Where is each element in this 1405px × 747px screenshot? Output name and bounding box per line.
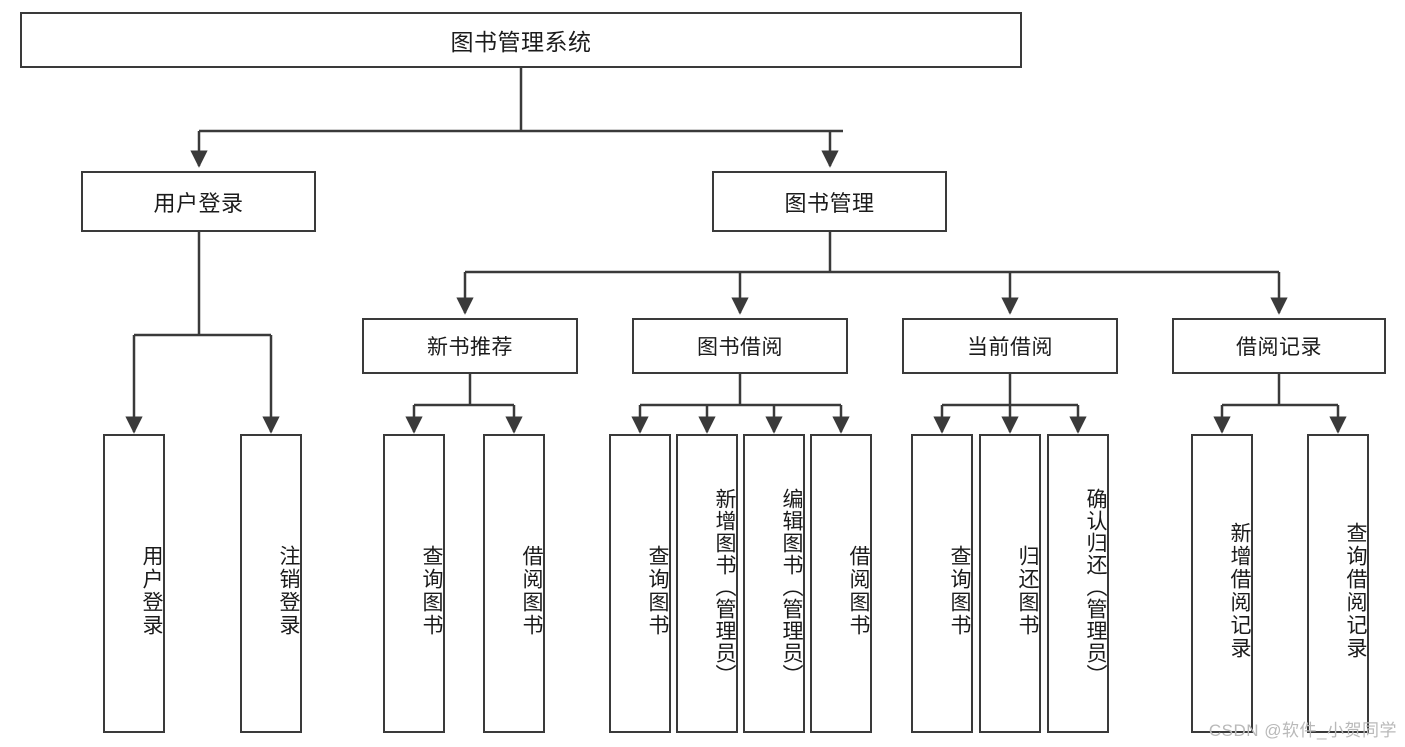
leaf-current-borrow-confirm-return[interactable]: 确认归还（管理员） <box>1047 434 1109 733</box>
node-new-book-recommend[interactable]: 新书推荐 <box>362 318 578 374</box>
node-user-login[interactable]: 用户登录 <box>81 171 316 232</box>
leaf-current-borrow-query[interactable]: 查询图书 <box>911 434 973 733</box>
node-current-borrow[interactable]: 当前借阅 <box>902 318 1118 374</box>
leaf-book-borrow-edit[interactable]: 编辑图书（管理员） <box>743 434 805 733</box>
leaf-borrow-record-query[interactable]: 查询借阅记录 <box>1307 434 1369 733</box>
leaf-book-borrow-query[interactable]: 查询图书 <box>609 434 671 733</box>
leaf-borrow-record-add[interactable]: 新增借阅记录 <box>1191 434 1253 733</box>
leaf-book-borrow-add[interactable]: 新增图书（管理员） <box>676 434 738 733</box>
node-root[interactable]: 图书管理系统 <box>20 12 1022 68</box>
leaf-new-book-query[interactable]: 查询图书 <box>383 434 445 733</box>
node-book-management[interactable]: 图书管理 <box>712 171 947 232</box>
leaf-user-login-logout[interactable]: 注销登录 <box>240 434 302 733</box>
node-borrow-record[interactable]: 借阅记录 <box>1172 318 1386 374</box>
leaf-book-borrow-lend[interactable]: 借阅图书 <box>810 434 872 733</box>
node-book-borrow[interactable]: 图书借阅 <box>632 318 848 374</box>
leaf-current-borrow-return[interactable]: 归还图书 <box>979 434 1041 733</box>
leaf-user-login-login[interactable]: 用户登录 <box>103 434 165 733</box>
leaf-new-book-borrow[interactable]: 借阅图书 <box>483 434 545 733</box>
watermark-text: CSDN @软件_小贺同学 <box>1208 721 1397 740</box>
